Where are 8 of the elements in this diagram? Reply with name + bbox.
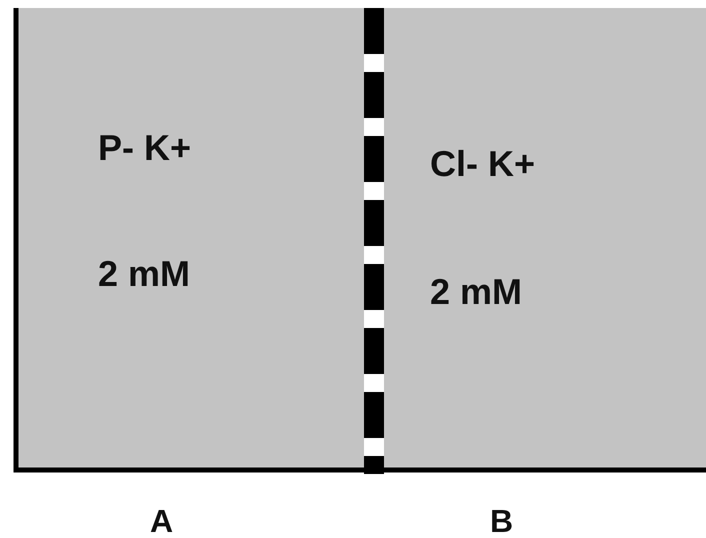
- concentration-label: 2 mM: [430, 274, 522, 310]
- concentration-label: 2 mM: [98, 256, 190, 292]
- compartment: [384, 8, 706, 468]
- compartment-label: A: [150, 505, 174, 537]
- ion-label: Cl- K+: [430, 146, 536, 182]
- ion-label: P- K+: [98, 130, 192, 166]
- compartment: [18, 8, 364, 468]
- compartment-label: B: [490, 505, 514, 537]
